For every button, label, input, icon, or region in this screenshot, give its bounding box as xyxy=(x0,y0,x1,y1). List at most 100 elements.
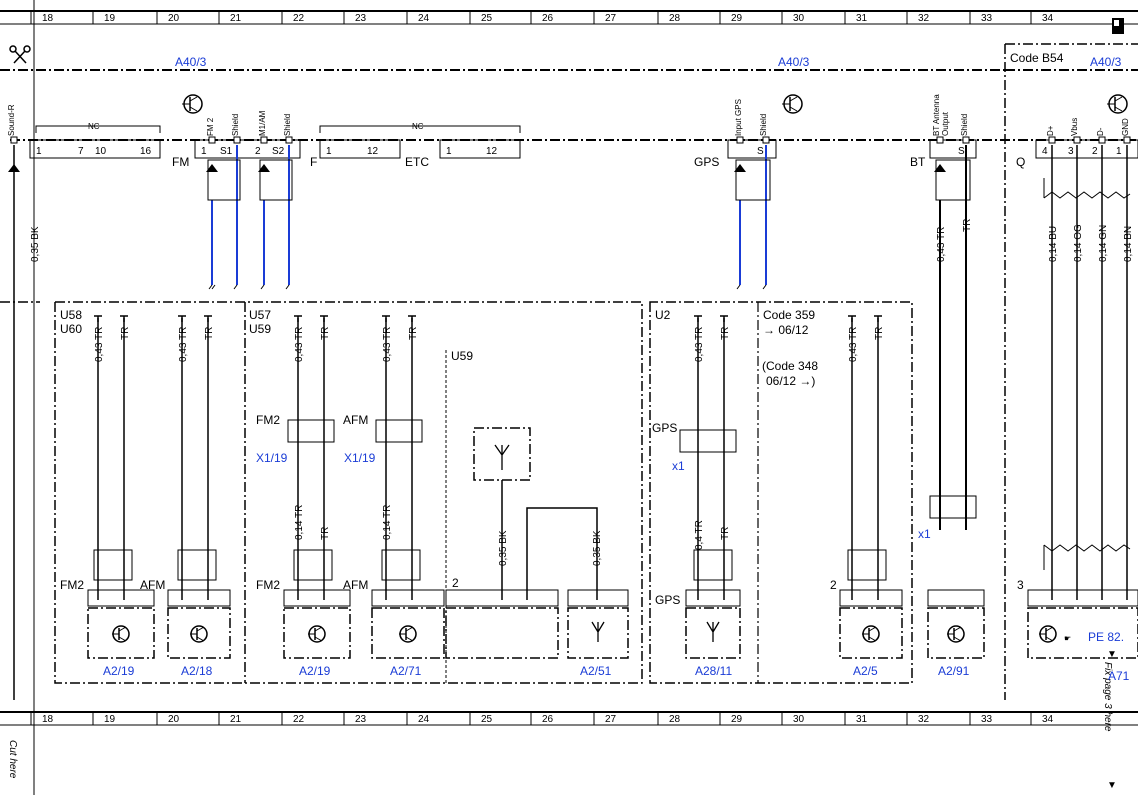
grid-column-number: 25 xyxy=(481,13,493,24)
footer-fix-page: Fix page 3 here xyxy=(1102,662,1113,732)
transistor-icon xyxy=(112,625,130,643)
grid-column-number: 31 xyxy=(856,714,868,725)
component-box xyxy=(167,607,231,659)
variant-u2: U2 xyxy=(655,308,671,322)
grid-column-number: 21 xyxy=(230,714,242,725)
wire-label: 0,14 TR xyxy=(294,505,305,540)
pin-shield: Shield xyxy=(759,114,768,136)
pin-input-gps: Input GPS xyxy=(734,99,743,136)
label-afm: AFM xyxy=(343,578,368,592)
wire-label: TR xyxy=(204,327,215,340)
component-label[interactable]: A2/19 xyxy=(103,664,135,678)
transistor-icon xyxy=(190,625,208,643)
component-box xyxy=(371,607,445,659)
wire-label-bk035: 0,35 BK xyxy=(30,226,41,262)
grid-column-number: 28 xyxy=(669,13,681,24)
connector-housing xyxy=(319,139,401,159)
pin-number: 4 xyxy=(1042,146,1048,157)
grid-column-number: 29 xyxy=(731,714,743,725)
scissors-icon xyxy=(9,45,31,64)
pin-shield: Shield xyxy=(231,114,240,136)
connector-housing xyxy=(1035,139,1138,159)
component-label[interactable]: A2/51 xyxy=(580,664,612,678)
ref-pe82[interactable]: PE 82. xyxy=(1088,630,1124,644)
pin-number: S xyxy=(958,146,965,157)
connector-gps-label: GPS xyxy=(694,155,719,169)
grid-column-number: 27 xyxy=(605,714,617,725)
grid-column-number: 34 xyxy=(1042,13,1054,24)
label-afm: AFM xyxy=(343,413,368,427)
label-gps: GPS xyxy=(655,593,680,607)
component-box xyxy=(87,607,155,659)
nc-bracket: NC xyxy=(35,122,161,133)
component-box xyxy=(685,607,741,659)
component-box xyxy=(927,607,985,659)
pin-shield: Shield xyxy=(283,114,292,136)
grid-column-number: 19 xyxy=(104,714,116,725)
component-label[interactable]: A2/71 xyxy=(390,664,422,678)
svg-text:NC: NC xyxy=(412,122,424,131)
wire-label: 0,43 TR xyxy=(178,327,189,362)
pin-d-minus: D- xyxy=(1096,127,1105,136)
pin-output: Output xyxy=(941,111,950,136)
pin-sound-r: Sound-R xyxy=(7,104,16,136)
label-x1-19: X1/19 xyxy=(256,451,288,465)
component-label[interactable]: A2/19 xyxy=(299,664,331,678)
variant-u57: U57 xyxy=(249,308,271,322)
variant-wires xyxy=(93,315,887,600)
pin-number: 1 xyxy=(446,146,452,157)
coax-coupling xyxy=(287,419,977,600)
pin-number: S1 xyxy=(220,146,233,157)
component-label[interactable]: A28/11 xyxy=(695,664,732,678)
grid-column-number: 20 xyxy=(168,714,180,725)
variant-code348-date: 06/12 →) xyxy=(766,374,815,388)
component-connector xyxy=(567,589,629,607)
ref-a71[interactable]: A71 xyxy=(1108,669,1130,683)
wire-label: TR xyxy=(720,327,731,340)
label-x1: x1 xyxy=(918,527,931,541)
variant-u60: U60 xyxy=(60,322,82,336)
transistor-icon xyxy=(308,625,326,643)
component-label[interactable]: A2/18 xyxy=(181,664,213,678)
antenna-icon xyxy=(706,621,720,642)
component-connector xyxy=(839,589,903,607)
grid-column-number: 32 xyxy=(918,13,930,24)
component-box xyxy=(445,607,559,659)
pin-number: 2 xyxy=(255,146,261,157)
wire-label-bk035: 0,35 BK xyxy=(592,530,603,566)
wire-label: TR xyxy=(874,327,885,340)
module-label-a40-right: A40/3 xyxy=(1090,55,1122,69)
wire-label: TR xyxy=(408,327,419,340)
connector-housing xyxy=(29,139,161,159)
grid-column-number: 18 xyxy=(42,13,54,24)
wire-label-bk035: 0,35 BK xyxy=(498,530,509,566)
footer-cut-here: Cut here xyxy=(7,740,18,779)
variant-u59: U59 xyxy=(249,322,271,336)
pin-d-plus: D+ xyxy=(1046,125,1055,136)
grid-column-number: 26 xyxy=(542,13,554,24)
wire-label: 0,43 TR xyxy=(294,327,305,362)
grid-column-number: 19 xyxy=(104,13,116,24)
connector-housing xyxy=(194,139,301,159)
variant-u59-sub: U59 xyxy=(451,349,473,363)
pin-number: 12 xyxy=(486,146,498,157)
module-label-a40-left: A40/3 xyxy=(175,55,207,69)
pin-bt-antenna: BT Antenna xyxy=(932,94,941,136)
transistor-icon xyxy=(782,94,803,114)
transistor-icon xyxy=(399,625,417,643)
grid-column-number: 24 xyxy=(418,714,430,725)
transistor-icon xyxy=(947,625,965,643)
label-x1-19: X1/19 xyxy=(344,451,376,465)
component-label[interactable]: A2/91 xyxy=(938,664,970,678)
connector-bt-label: BT xyxy=(910,155,926,169)
component-label[interactable]: A2/5 xyxy=(853,664,878,678)
wire-label: 0,14 TR xyxy=(382,505,393,540)
transistor-icon xyxy=(1107,94,1128,114)
connector-q-label: Q xyxy=(1016,155,1025,169)
variant-code359: Code 359 xyxy=(763,308,815,322)
shield-cables xyxy=(8,145,971,530)
component-connector xyxy=(283,589,351,607)
grid-column-number: 30 xyxy=(793,714,805,725)
component-box xyxy=(1027,607,1138,659)
